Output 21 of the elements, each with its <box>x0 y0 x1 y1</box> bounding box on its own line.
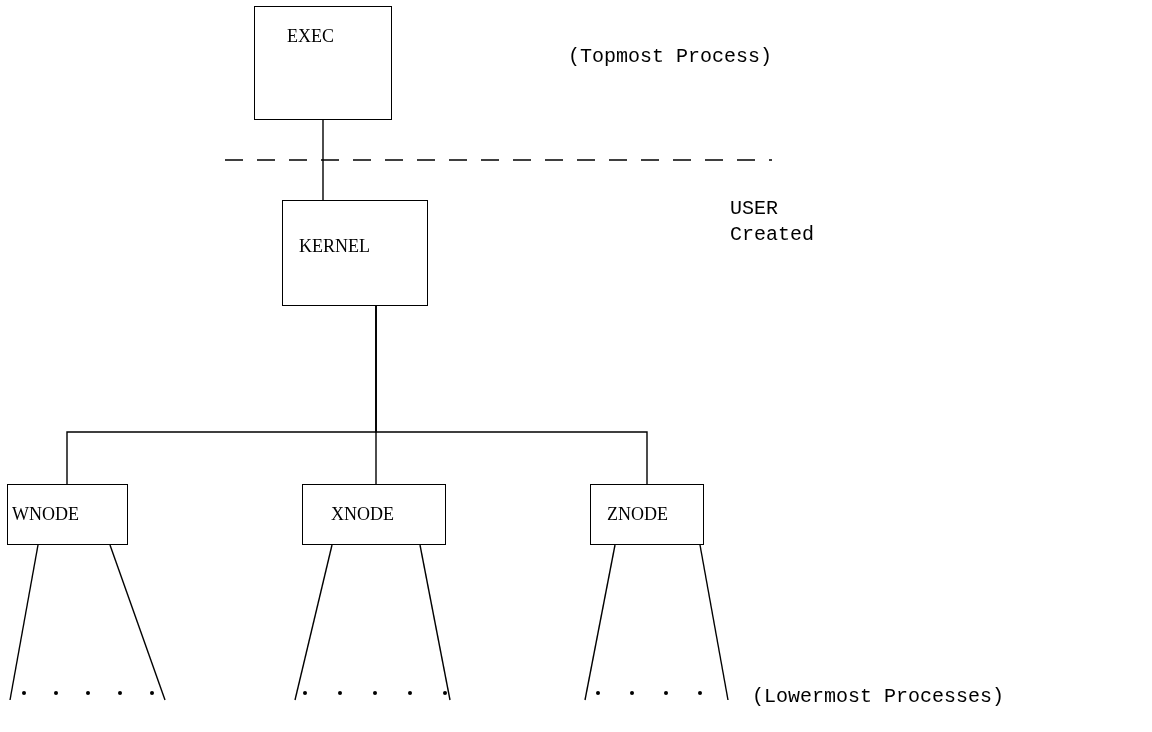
connector-line <box>9 544 39 701</box>
connector-line <box>322 119 324 201</box>
connector-line <box>584 544 616 701</box>
process-box <box>302 484 446 545</box>
process-box <box>590 484 704 545</box>
connector-line <box>419 544 451 701</box>
note-text: (Lowermost Processes) <box>752 684 1005 710</box>
process-box <box>254 6 392 120</box>
box-label: KERNEL <box>299 235 371 258</box>
box-label: EXEC <box>287 25 335 48</box>
process-box <box>282 200 428 306</box>
box-label: XNODE <box>331 503 395 526</box>
note-text: USER Created <box>730 196 815 248</box>
process-box <box>7 484 128 545</box>
connector-line <box>294 544 333 701</box>
note-text: (Topmost Process) <box>568 44 773 70</box>
connector-line <box>699 544 729 701</box>
box-label: WNODE <box>12 503 80 526</box>
connector-line <box>109 544 166 701</box>
box-label: ZNODE <box>607 503 669 526</box>
connector-line <box>375 305 648 485</box>
